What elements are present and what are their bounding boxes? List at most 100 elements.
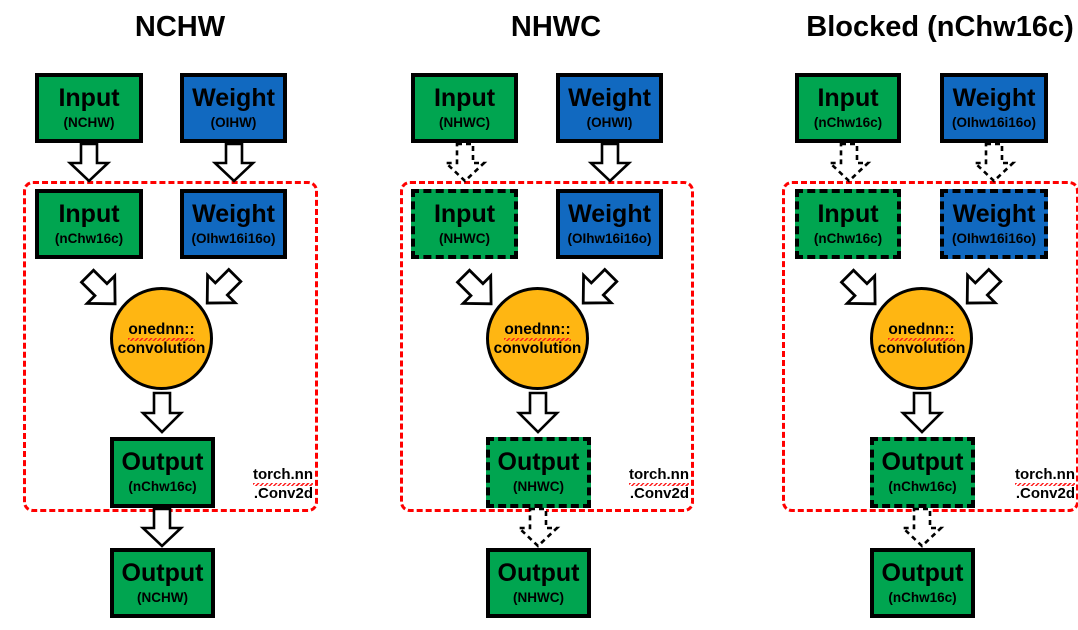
- reorder-arrow-input-3: [826, 142, 872, 183]
- onednn-convolution-node-2: onednn:: convolution: [486, 287, 589, 390]
- inner-weight-box-2: Weight (OIhw16i16o): [556, 189, 663, 259]
- top-input-box-1: Input (NCHW): [35, 73, 143, 143]
- inner-output-box-1: Output (nChw16c): [110, 437, 215, 508]
- top-weight-box-1: Weight (OIHW): [180, 73, 287, 143]
- box-title: Output: [497, 448, 580, 476]
- box-format: (OIhw16i16o): [951, 114, 1037, 130]
- inner-weight-box-3: Weight (OIhw16i16o): [940, 189, 1048, 259]
- arrow-input-to-op-2: [455, 268, 493, 306]
- op-line-1: onednn::: [504, 320, 571, 341]
- box-title: Weight: [568, 83, 651, 112]
- inner-input-box-3: Input (nChw16c): [795, 189, 901, 259]
- column-nchw: NCHW Input (NCHW) Weight (OIHW) Input (n…: [0, 0, 360, 630]
- op-line-1: onednn::: [128, 320, 195, 341]
- box-format: (nChw16c): [813, 230, 883, 246]
- box-title: Weight: [952, 83, 1036, 112]
- reorder-arrow-output-1: [139, 507, 185, 548]
- arrow-op-to-output-2: [515, 391, 561, 434]
- box-format: (OIhw16i16o): [567, 230, 652, 246]
- bottom-output-box-2: Output (NHWC): [486, 548, 591, 618]
- box-title: Weight: [192, 199, 275, 228]
- column-title-3: Blocked (nChw16c): [806, 11, 1074, 43]
- arrow-input-to-op-1: [79, 268, 117, 306]
- region-label-line-1: torch.nn: [253, 465, 313, 486]
- box-format: (nChw16c): [54, 230, 124, 246]
- box-format: (nChw16c): [888, 479, 957, 494]
- box-title: Input: [817, 199, 879, 228]
- column-nhwc: NHWC Input (NHWC) Weight (OHWI) Input (N…: [376, 0, 736, 630]
- spellcheck-underline: [504, 337, 571, 341]
- box-title: Output: [881, 558, 964, 587]
- box-format: (NHWC): [439, 114, 490, 130]
- box-title: Input: [817, 83, 879, 112]
- box-format: (OIHW): [210, 114, 257, 130]
- inner-input-box-1: Input (nChw16c): [35, 189, 143, 259]
- column-blocked: Blocked (nChw16c) Input (nChw16c) Weight…: [760, 0, 1078, 630]
- box-title: Input: [433, 199, 496, 228]
- region-label-3: torch.nn .Conv2d: [987, 465, 1075, 503]
- box-title: Input: [58, 199, 120, 228]
- region-label-line-2: .Conv2d: [629, 485, 689, 502]
- inner-weight-box-1: Weight (OIhw16i16o): [180, 189, 287, 259]
- torch-conv2d-region-2: [400, 181, 694, 512]
- top-weight-box-2: Weight (OHWI): [556, 73, 663, 143]
- inner-output-box-2: Output (NHWC): [486, 437, 591, 508]
- region-label-line-2: .Conv2d: [253, 485, 313, 502]
- arrow-input-to-op-3: [839, 268, 877, 306]
- spellcheck-underline: [629, 483, 689, 486]
- region-label-line-1: torch.nn: [629, 465, 689, 486]
- spellcheck-underline: [128, 337, 195, 341]
- box-title: Weight: [952, 199, 1036, 228]
- reorder-arrow-weight-2: [587, 142, 633, 183]
- column-title-2: NHWC: [510, 11, 602, 43]
- inner-output-box-3: Output (nChw16c): [870, 437, 975, 508]
- region-label-line-2: .Conv2d: [1015, 485, 1075, 502]
- box-format: (nChw16c): [888, 589, 957, 605]
- box-format: (NHWC): [439, 230, 490, 246]
- box-title: Weight: [192, 83, 275, 112]
- box-format: (NCHW): [137, 589, 188, 605]
- bottom-output-box-1: Output (NCHW): [110, 548, 215, 618]
- top-input-box-2: Input (NHWC): [411, 73, 518, 143]
- top-input-box-3: Input (nChw16c): [795, 73, 901, 143]
- op-line-2: convolution: [877, 339, 966, 357]
- box-format: (OHWI): [586, 114, 633, 130]
- inner-input-box-2: Input (NHWC): [411, 189, 518, 259]
- box-title: Input: [433, 83, 496, 112]
- op-line-1: onednn::: [888, 320, 955, 341]
- arrow-weight-to-op-1: [205, 267, 243, 305]
- spellcheck-underline: [888, 337, 955, 341]
- box-format: (NHWC): [513, 589, 564, 605]
- region-label-2: torch.nn .Conv2d: [601, 465, 689, 503]
- arrow-weight-to-op-2: [581, 267, 619, 305]
- bottom-output-box-3: Output (nChw16c): [870, 548, 975, 618]
- box-format: (OIhw16i16o): [951, 230, 1037, 246]
- box-format: (OIhw16i16o): [191, 230, 276, 246]
- reorder-arrow-input-1: [66, 142, 112, 183]
- arrow-weight-to-op-3: [965, 267, 1003, 305]
- reorder-arrow-weight-1: [211, 142, 257, 183]
- reorder-arrow-input-2: [442, 142, 488, 183]
- box-format: (nChw16c): [128, 479, 197, 494]
- onednn-convolution-node-3: onednn:: convolution: [870, 287, 973, 390]
- box-title: Output: [121, 448, 204, 476]
- top-weight-box-3: Weight (OIhw16i16o): [940, 73, 1048, 143]
- column-title-1: NCHW: [134, 11, 226, 43]
- arrow-op-to-output-3: [899, 391, 945, 434]
- op-line-2: convolution: [493, 339, 582, 357]
- reorder-arrow-weight-3: [971, 142, 1017, 183]
- spellcheck-underline: [253, 483, 313, 486]
- box-title: Weight: [568, 199, 651, 228]
- box-title: Output: [497, 558, 580, 587]
- box-title: Output: [881, 448, 964, 476]
- op-line-2: convolution: [117, 339, 206, 357]
- box-format: (nChw16c): [813, 114, 883, 130]
- reorder-arrow-output-3: [899, 507, 945, 548]
- onednn-convolution-node-1: onednn:: convolution: [110, 287, 213, 390]
- arrow-op-to-output-1: [139, 391, 185, 434]
- box-title: Input: [58, 83, 120, 112]
- box-format: (NCHW): [63, 114, 115, 130]
- region-label-1: torch.nn .Conv2d: [225, 465, 313, 503]
- box-format: (NHWC): [513, 479, 564, 494]
